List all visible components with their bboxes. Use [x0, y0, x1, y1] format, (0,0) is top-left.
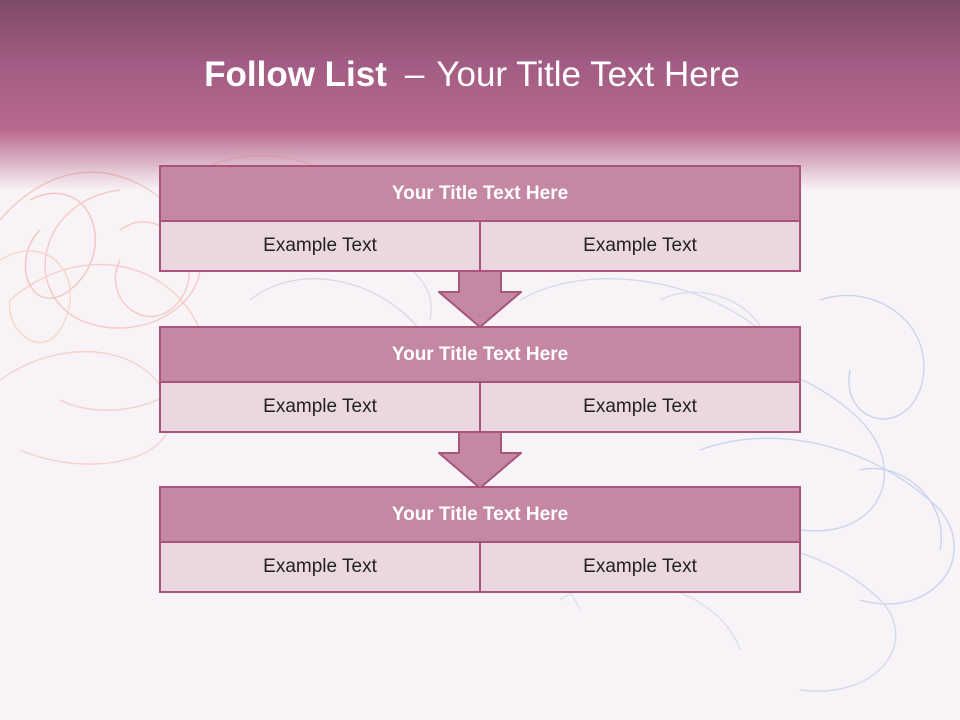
slide-title: Follow List–Your Title Text Here	[0, 52, 944, 98]
block-title: Your Title Text Here	[159, 326, 801, 383]
block-row: Example Text Example Text	[159, 383, 801, 433]
block-cell-left: Example Text	[159, 222, 480, 272]
block-title: Your Title Text Here	[159, 165, 801, 222]
down-arrow-icon	[438, 431, 522, 489]
list-block-3: Your Title Text Here Example Text Exampl…	[159, 486, 801, 593]
slide-header-band	[0, 0, 960, 190]
down-arrow-icon	[438, 270, 522, 328]
block-title: Your Title Text Here	[159, 486, 801, 543]
block-row: Example Text Example Text	[159, 222, 801, 272]
block-cell-right: Example Text	[480, 543, 801, 593]
block-row: Example Text Example Text	[159, 543, 801, 593]
block-cell-left: Example Text	[159, 543, 480, 593]
list-block-2: Your Title Text Here Example Text Exampl…	[159, 326, 801, 433]
list-block-1: Your Title Text Here Example Text Exampl…	[159, 165, 801, 272]
block-cell-right: Example Text	[480, 222, 801, 272]
slide-title-dash: –	[404, 55, 425, 94]
block-cell-left: Example Text	[159, 383, 480, 433]
slide-title-bold: Follow List	[204, 55, 387, 94]
slide-title-subtitle: Your Title Text Here	[436, 55, 740, 94]
block-cell-right: Example Text	[480, 383, 801, 433]
